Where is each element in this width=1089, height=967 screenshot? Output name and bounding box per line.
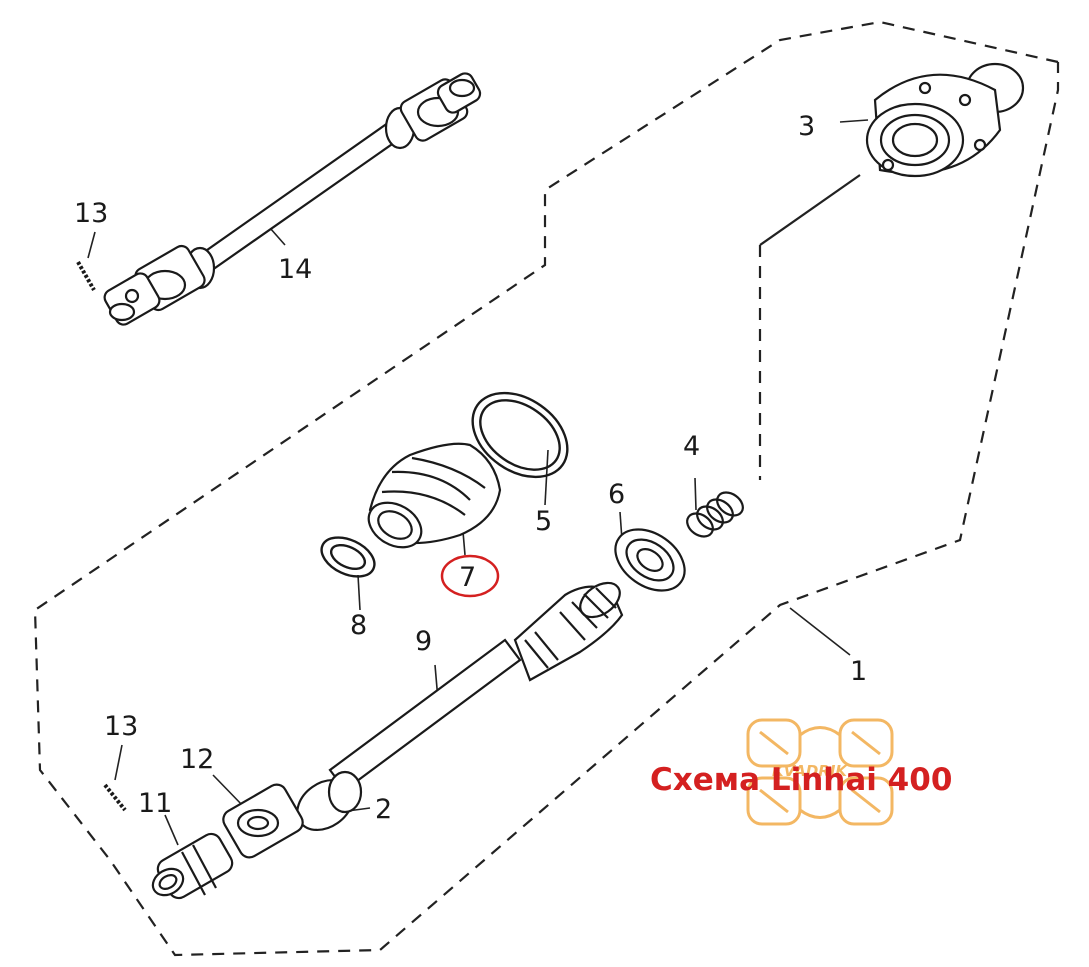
bolt-13-top: [76, 261, 96, 291]
bellows-boot: [367, 442, 502, 549]
label-part-5: 5: [535, 506, 552, 537]
label-part-11: 11: [138, 788, 172, 819]
drive-shaft-lower: [328, 581, 624, 792]
logo-text: KVADRIK: [772, 762, 848, 780]
label-part-1: 1: [850, 656, 867, 687]
diagram-caption: Схема Linhai 400: [650, 762, 953, 798]
spring: [686, 491, 744, 538]
bolt-13-bottom: [103, 783, 127, 812]
label-part-6: 6: [608, 479, 625, 510]
gear-housing: [865, 62, 1025, 178]
universal-joint-lower: [151, 770, 363, 900]
label-part-12: 12: [180, 744, 214, 775]
kvadrik-logo: KVADRIK: [746, 718, 894, 826]
bearing: [614, 528, 686, 592]
label-part-4: 4: [683, 431, 700, 462]
gasket-ring: [471, 391, 569, 479]
label-part-13-bottom: 13: [104, 711, 138, 742]
label-part-7: 7: [459, 562, 476, 593]
circlip: [320, 536, 376, 578]
propeller-shaft-upper: [103, 72, 482, 326]
leader-lines: [87, 119, 869, 846]
dashed-boundary: [33, 20, 1060, 957]
label-part-8: 8: [350, 610, 367, 641]
label-part-9: 9: [415, 626, 432, 657]
highlight-circle-7: [440, 554, 500, 598]
label-part-2: 2: [375, 794, 392, 825]
label-part-3: 3: [798, 111, 815, 142]
label-part-14: 14: [278, 254, 312, 285]
label-part-13-top: 13: [74, 198, 108, 229]
